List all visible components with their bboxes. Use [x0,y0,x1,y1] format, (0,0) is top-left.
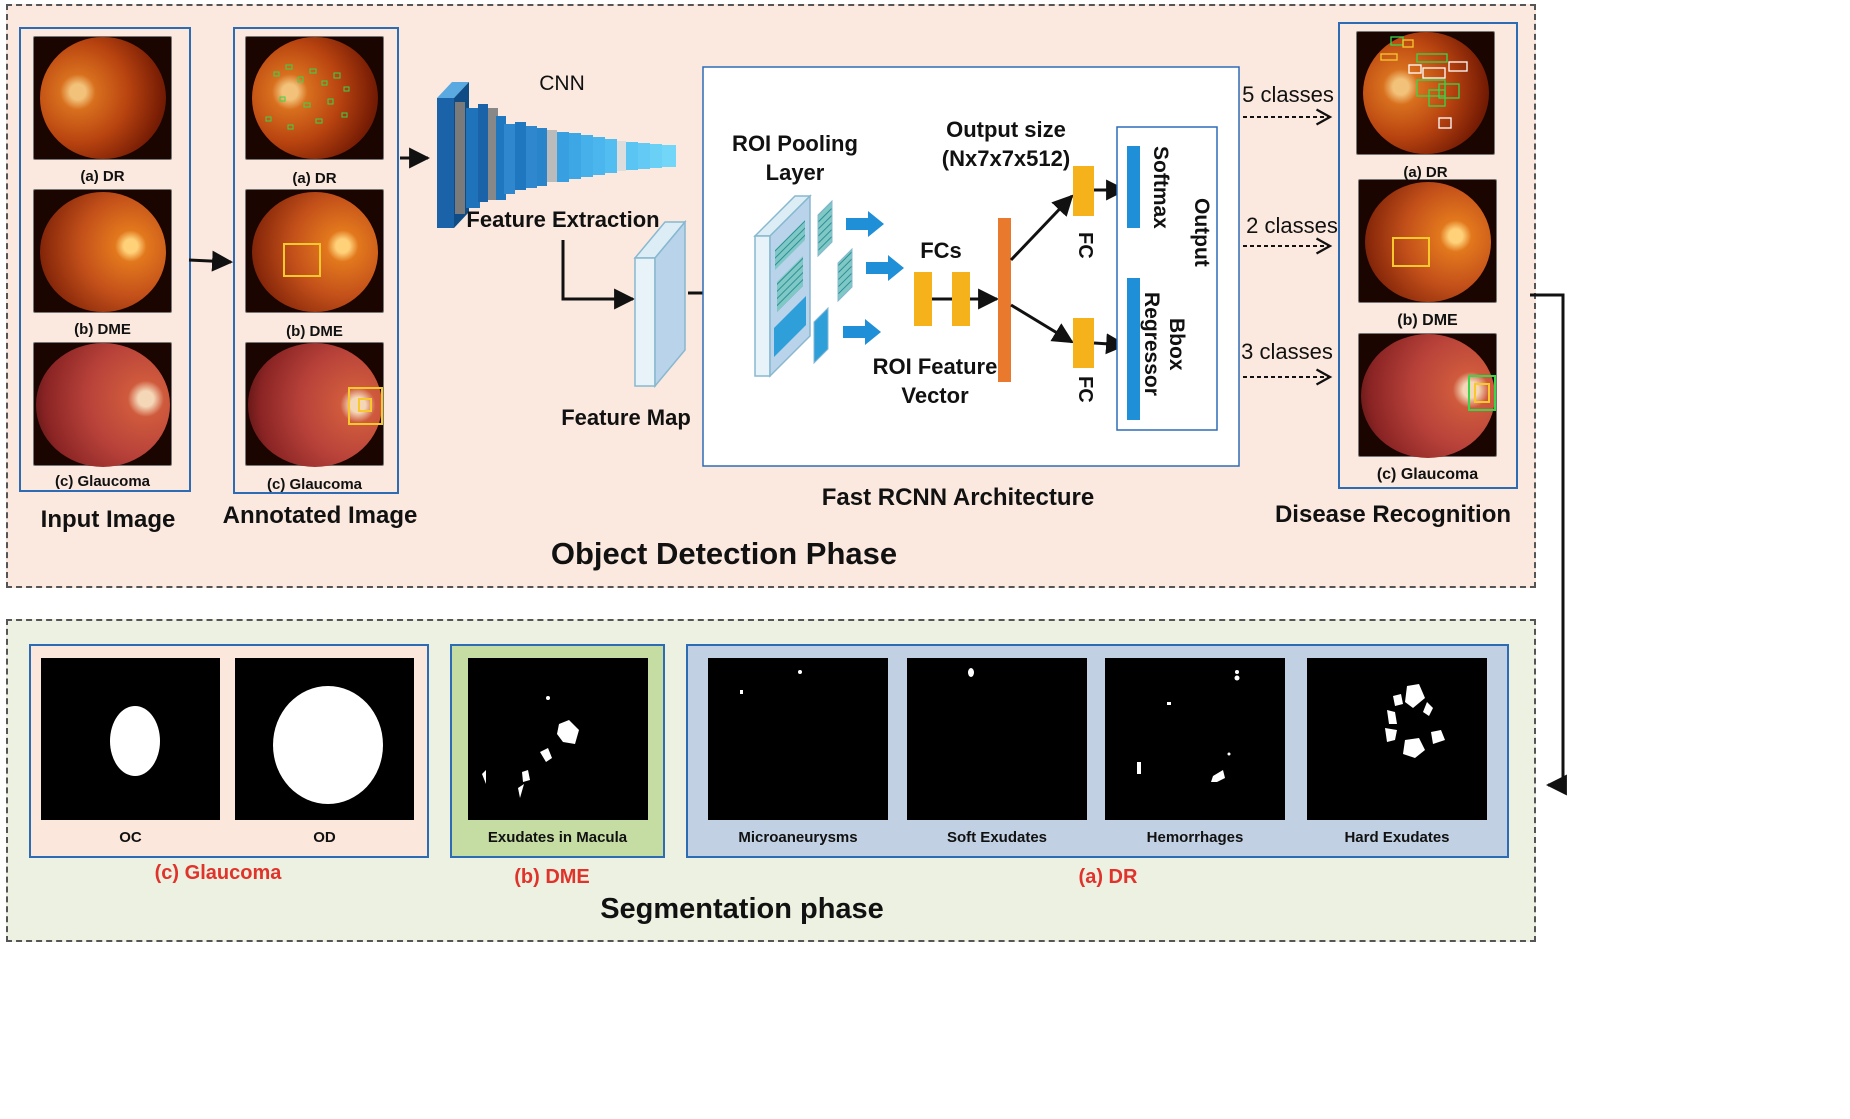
fcs-label: FCs [920,238,962,263]
recognition-caption-dr: (a) DR [1403,164,1448,181]
feature-extraction-label: Feature Extraction [466,207,660,232]
disease-recognition-title: Disease Recognition [1274,501,1512,528]
annotated-caption-glaucoma: (c) Glaucoma [266,476,363,493]
microaneurysms-mask [708,658,888,820]
segmentation-phase-title: Segmentation phase [600,893,884,925]
arrow-to-feature-map [561,240,636,310]
oc-mask [41,658,220,820]
exudates-mask [468,658,648,820]
dr-group-label: (a) DR [1078,866,1138,888]
annotated-fundus-dme [245,189,384,313]
roi-feature-label-1: ROI Feature [872,354,998,379]
recognition-fundus-dr [1356,31,1495,155]
annotated-fundus-glaucoma [245,342,384,467]
input-image-title: Input Image [40,506,176,533]
fc-top-label: FC [1074,232,1096,259]
recognition-caption-glaucoma: (c) Glaucoma [1376,466,1479,483]
roi-pooling-label-1: ROI Pooling [732,131,858,156]
annotated-image-panel [233,27,399,494]
three-classes-label: 3 classes [1241,339,1333,364]
soft-exudates-caption: Soft Exudates [946,829,1048,846]
input-caption-dr: (a) DR [80,168,125,185]
roi-feature-vector-bar [998,218,1011,382]
od-mask [235,658,414,820]
roi-feature-label-2: Vector [901,383,969,408]
softmax-label: Softmax [1149,146,1172,229]
disease-recognition-panel [1338,22,1518,489]
annotated-caption-dr: (a) DR [292,170,337,187]
annotated-caption-dme: (b) DME [286,323,343,340]
input-fundus-dme [33,189,172,313]
arrow-to-segmentation [1530,293,1567,796]
five-classes-label: 5 classes [1242,82,1334,107]
input-caption-glaucoma: (c) Glaucoma [54,473,151,490]
roi-pooling-slab [753,194,812,378]
cnn-label: CNN [539,72,585,95]
two-classes-label: 2 classes [1246,213,1338,238]
fast-rcnn-title: Fast RCNN Architecture [821,484,1095,511]
recognition-caption-dme: (b) DME [1397,312,1458,329]
hemorrhages-caption: Hemorrhages [1146,829,1244,846]
bbox-label: Bbox [1165,318,1188,371]
recognition-fundus-dme [1358,179,1497,303]
roi-pooling-label-2: Layer [765,160,825,185]
output-size-label-2: (Nx7x7x512) [941,146,1071,171]
glaucoma-group-label: (c) Glaucoma [154,862,282,884]
cnn-layers [437,82,676,228]
arrow-input-to-annotated [188,250,234,272]
hard-exudates-mask [1307,658,1487,820]
output-label: Output [1190,198,1213,267]
input-fundus-dr [33,36,172,160]
hemorrhages-mask [1105,658,1285,820]
feature-map-slab [633,219,687,389]
output-size-label-1: Output size [946,117,1066,142]
oc-caption: OC [119,829,142,846]
exudates-caption: Exudates in Macula [487,829,628,846]
soft-exudates-mask [907,658,1087,820]
regressor-label: Regressor [1140,292,1163,396]
od-caption: OD [313,829,336,846]
hard-exudates-caption: Hard Exudates [1344,829,1450,846]
input-fundus-glaucoma [33,342,172,467]
recognition-fundus-glaucoma [1358,333,1497,458]
object-detection-phase-title: Object Detection Phase [550,536,898,571]
input-caption-dme: (b) DME [74,321,131,338]
feature-map-label: Feature Map [561,405,691,430]
microaneurysms-caption: Microaneurysms [738,829,858,846]
fc-bottom-label: FC [1074,376,1096,403]
annotated-fundus-dr [245,36,384,160]
annotated-image-title: Annotated Image [222,502,418,529]
dme-group-label: (b) DME [514,866,590,888]
